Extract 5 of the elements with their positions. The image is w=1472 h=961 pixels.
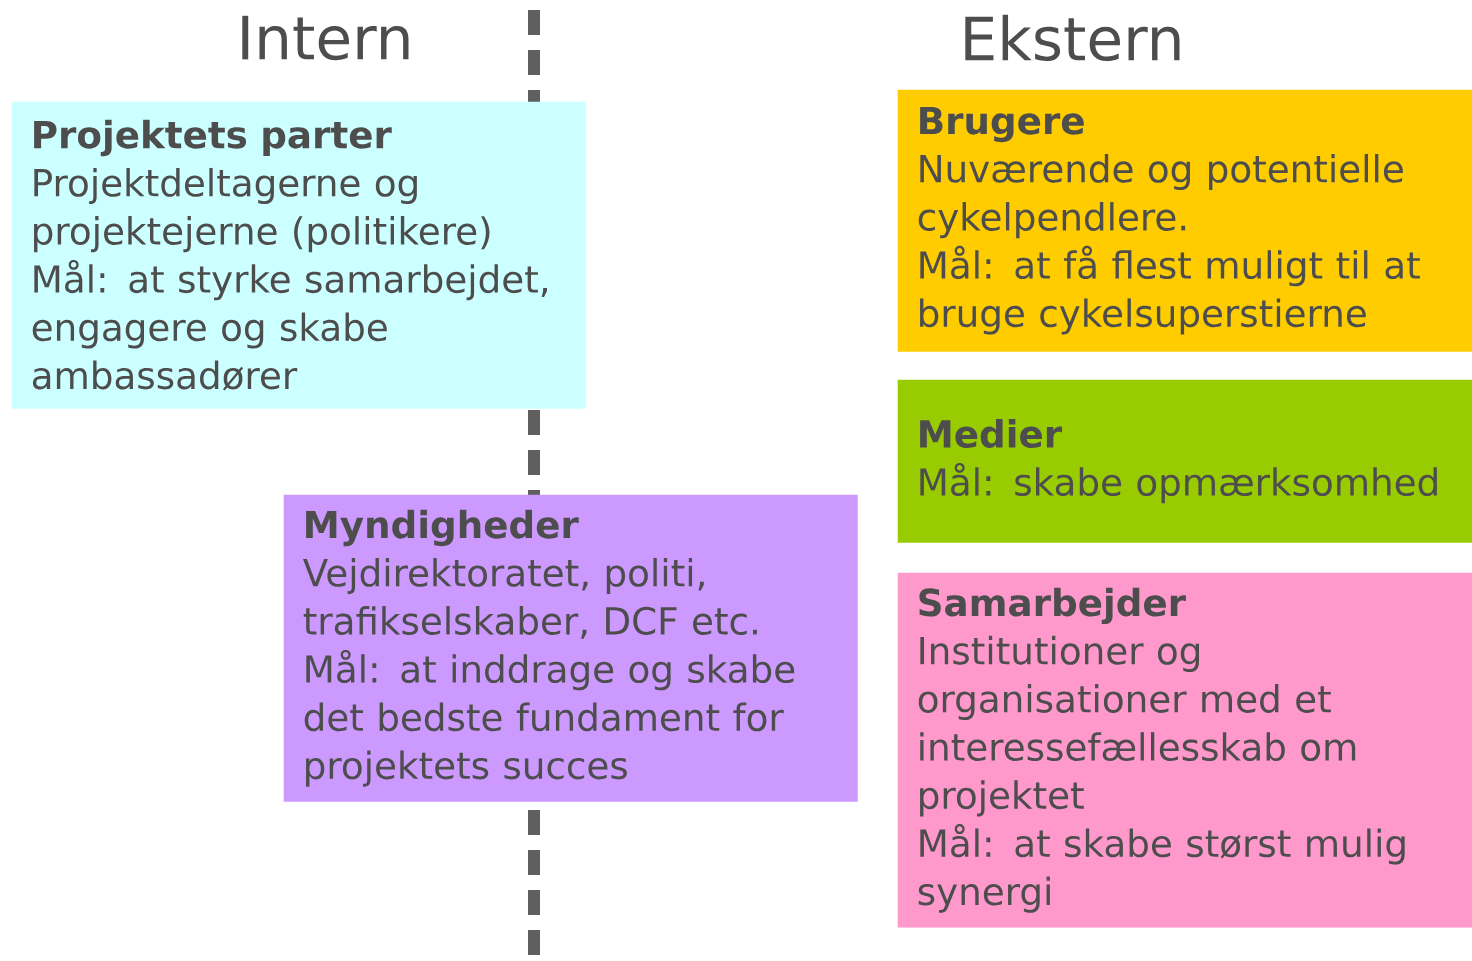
stakeholder-box: Myndigheder Vejdirektoratet, politi, trafikselskaber, DCF etc. Mål: at inddrage og skabe det bedste fundament for projektets succes [283, 494, 858, 802]
stakeholder-box: Samarbejder Institutioner og organisationer med et interessefællesskab om projektet Mål: at skabe størst mulig synergi [897, 572, 1472, 928]
stakeholder-box: Brugere Nuværende og potentielle cykelpendlere. Mål: at få flest muligt til at bruge cykelsuperstierne [897, 89, 1472, 352]
stakeholder-box: Projektets parter Projektdeltagerne og projektejerne (politikere) Mål: at styrke samarbejdet, engagere og skabe ambassadører [11, 101, 586, 409]
stakeholder-box: Medier Mål: skabe opmærksomhed [897, 379, 1472, 543]
